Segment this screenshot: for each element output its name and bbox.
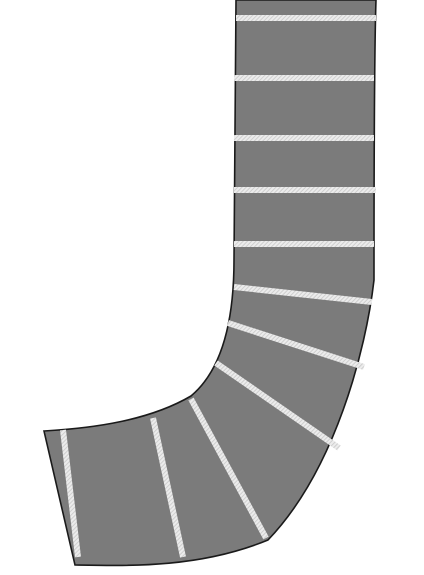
track-stripe-11: [60, 429, 81, 558]
track-stripe-7: [227, 320, 365, 370]
track-stripe-6: [233, 284, 373, 305]
track-stripe-8: [214, 360, 341, 451]
track-stripe-9: [188, 397, 269, 540]
track-stripe-10: [150, 417, 186, 558]
track-body: [43, 0, 377, 567]
track-stripes: [60, 15, 376, 558]
